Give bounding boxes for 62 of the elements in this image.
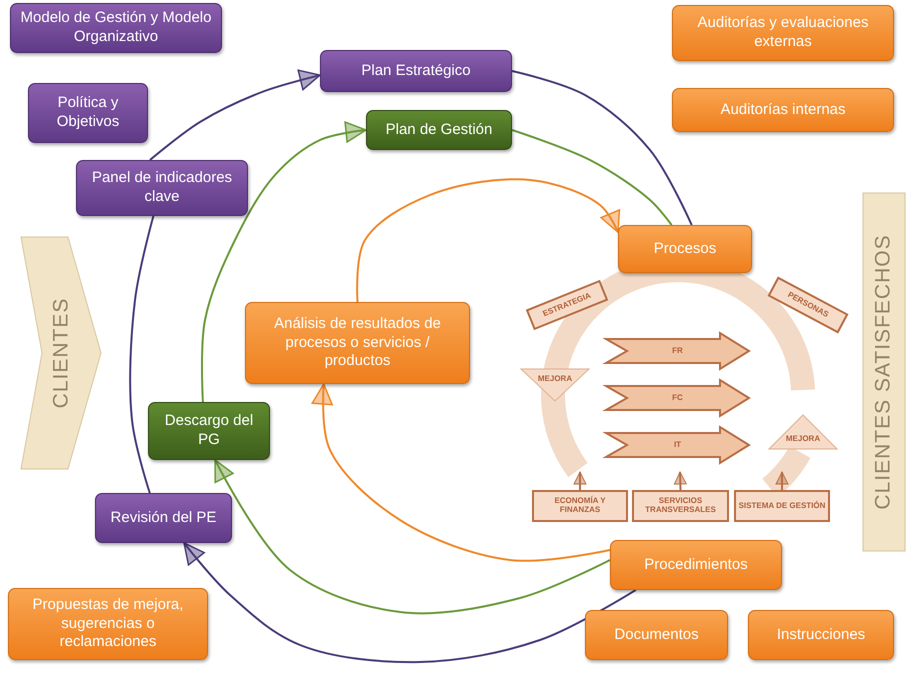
process-box: [28, 83, 148, 143]
node-text: MEJORA: [538, 374, 572, 384]
process-map-label: [632, 490, 729, 522]
node-text: Política y Objetivos: [56, 94, 120, 132]
node-text: MEJORA: [786, 434, 820, 444]
process-box: [585, 610, 728, 660]
node-text: Procesos: [654, 240, 716, 258]
process-box: [10, 3, 222, 53]
process-map-label-triangle: [768, 414, 838, 450]
node-text: SISTEMA DE GESTIÓN: [738, 502, 826, 510]
node-text: Documentos: [614, 626, 699, 644]
node-text: Procedimientos: [644, 556, 748, 574]
process-map-label: [532, 490, 628, 522]
node-text: Plan Estratégico: [361, 62, 471, 80]
cycle-connector: [183, 542, 636, 664]
process-box: [748, 610, 894, 660]
node-text: Revisión del PE: [110, 508, 216, 528]
cycle-connector: [512, 129, 672, 226]
process-box: [95, 493, 232, 543]
client-banner-shape: [862, 192, 906, 552]
process-box: [76, 160, 248, 216]
process-map-label-triangle: [520, 368, 590, 402]
client-banner-shape: [20, 236, 102, 470]
process-map-label-band: [605, 380, 750, 416]
node-text: FC: [672, 394, 683, 402]
small-arrow: [776, 472, 788, 490]
process-box: [672, 88, 894, 132]
process-map-label-band: [605, 427, 750, 463]
node-text: Plan de Gestión: [386, 120, 492, 140]
process-box: [148, 402, 270, 460]
node-text: Auditorías internas: [720, 100, 846, 120]
cycle-connector: [512, 70, 693, 226]
node-text: CLIENTES: [49, 298, 73, 408]
process-map-label-band: [605, 333, 750, 369]
node-text: Instrucciones: [776, 626, 866, 644]
small-arrow: [674, 472, 687, 490]
process-box: [320, 50, 512, 92]
process-box: [618, 225, 752, 273]
small-arrow: [574, 472, 586, 490]
cycle-connector: [149, 70, 321, 161]
process-box: [366, 110, 512, 150]
cycle-connector: [312, 383, 610, 562]
process-box: [8, 588, 208, 660]
node-text: SERVICIOS TRANSVERSALES: [644, 497, 717, 515]
node-text: Descargo del PG: [164, 412, 254, 450]
node-text: ECONOMÍA Y FINANZAS: [553, 497, 607, 515]
node-text: Análisis de resultados de procesos o servicios / productos: [273, 314, 442, 372]
node-text: IT: [674, 440, 682, 450]
process-box: [672, 5, 894, 61]
cycle-connector: [129, 216, 154, 494]
process-box: [245, 302, 470, 384]
node-text: Auditorías y evaluaciones externas: [696, 14, 870, 52]
node-text: FR: [672, 346, 683, 356]
node-text: Propuestas de mejora, sugerencias o reclamaciones: [32, 596, 184, 652]
node-text: Panel de indicadores clave: [90, 169, 234, 207]
process-map-label: [734, 490, 830, 522]
cycle-connector: [356, 178, 620, 302]
node-text: CLIENTES SATISFECHOS: [872, 234, 896, 510]
cycle-connector: [214, 459, 610, 614]
process-box: [610, 540, 782, 590]
cycle-connector: [201, 121, 367, 402]
node-text: Modelo de Gestión y Modelo Organizativo: [20, 9, 212, 47]
